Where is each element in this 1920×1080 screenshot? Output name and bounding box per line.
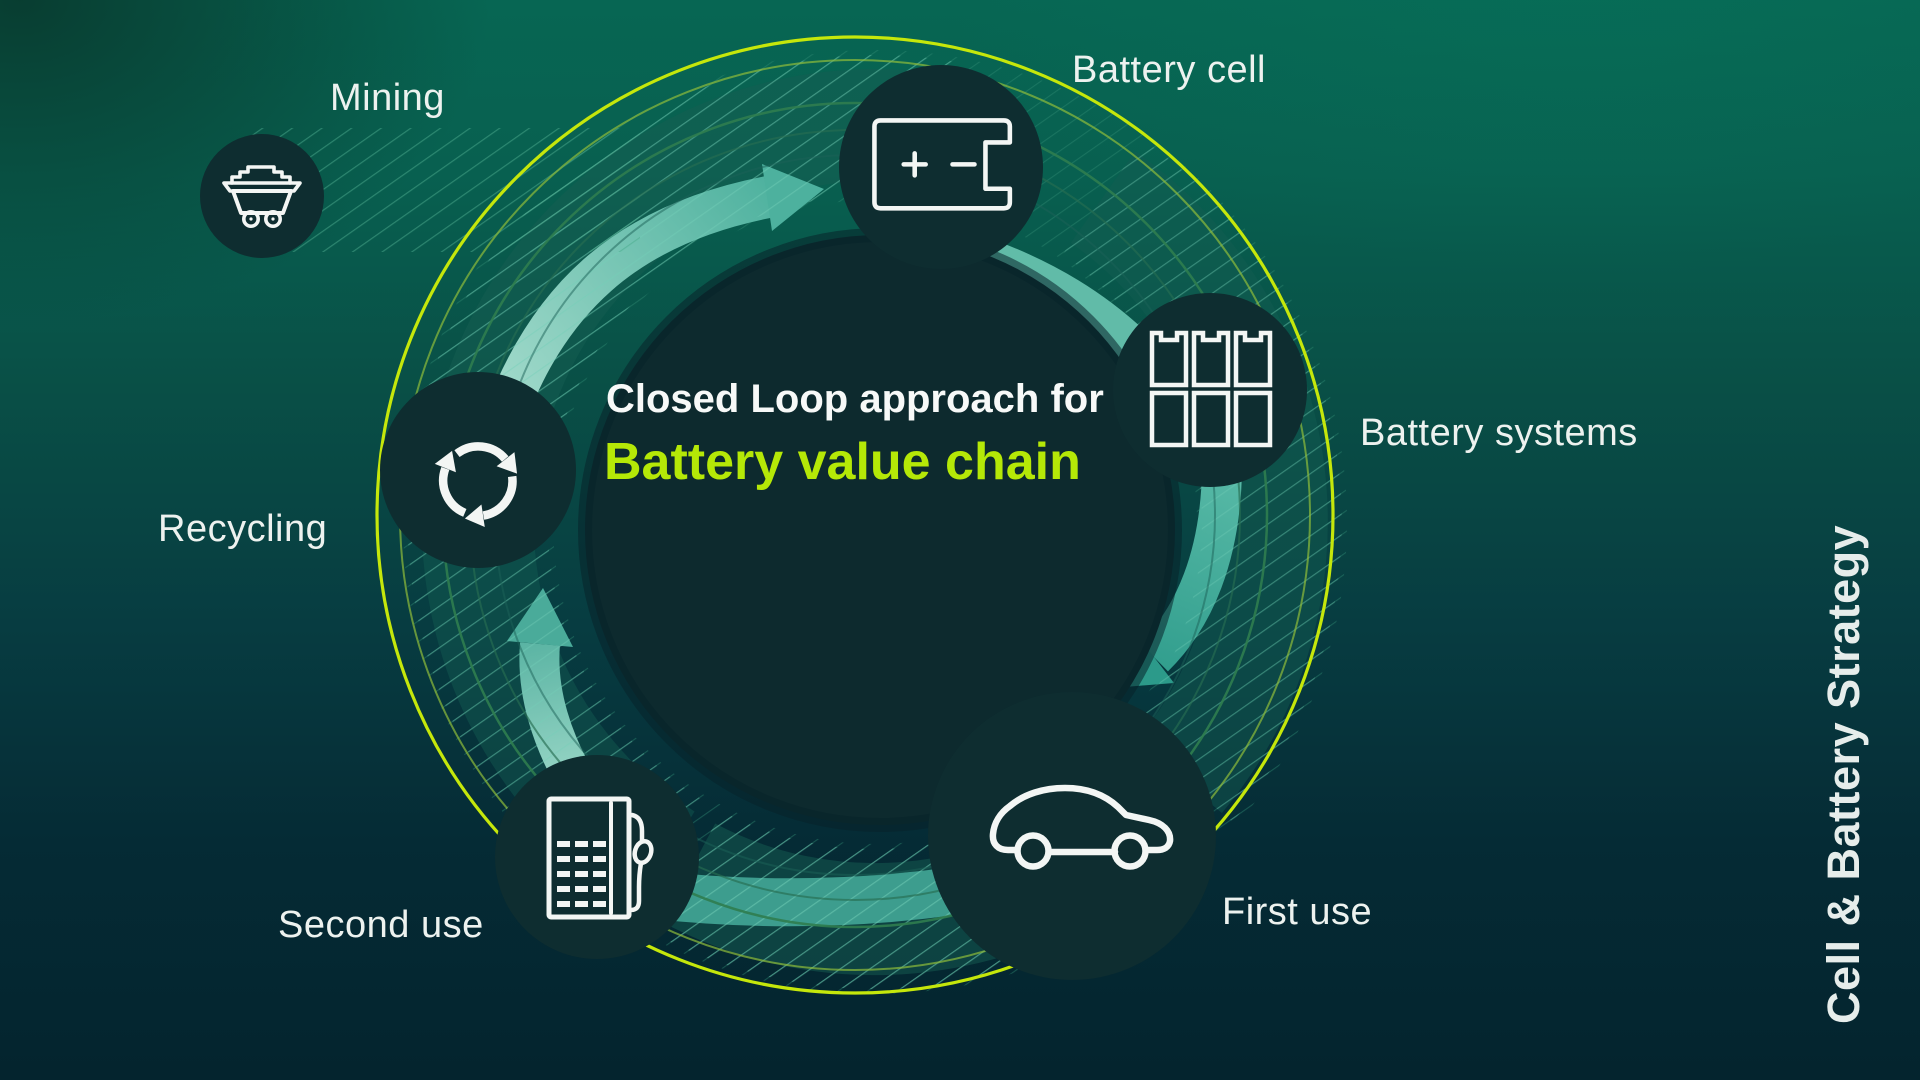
battery-cell-node-circle	[839, 65, 1043, 269]
diagram-subtitle: Battery value chain	[604, 433, 1081, 491]
car-icon	[989, 784, 1174, 870]
mining-node-circle	[200, 134, 324, 258]
recycling-icon	[434, 442, 518, 527]
second-use-label: Second use	[278, 904, 484, 946]
node-circles	[200, 65, 1307, 980]
battery-systems-label: Battery systems	[1360, 412, 1638, 454]
lime-circle	[375, 35, 1335, 995]
diagram-title: Closed Loop approach for	[606, 377, 1104, 421]
mining-label: Mining	[330, 77, 445, 119]
strategy-side-label: Cell & Battery Strategy	[1818, 524, 1869, 1024]
first-use-label: First use	[1222, 891, 1373, 933]
battery-systems-node-circle	[1113, 293, 1307, 487]
charging-station-icon	[546, 796, 654, 920]
first-use-node-circle	[928, 692, 1216, 980]
battery-cell-label: Battery cell	[1072, 49, 1266, 91]
mine-cart-icon	[222, 165, 302, 228]
charging-station-grid	[557, 841, 606, 907]
recycling-node-circle	[380, 372, 576, 568]
battery-cell-icon	[872, 118, 1013, 211]
battery-modules-icon	[1149, 330, 1273, 448]
recycling-label: Recycling	[158, 508, 328, 550]
